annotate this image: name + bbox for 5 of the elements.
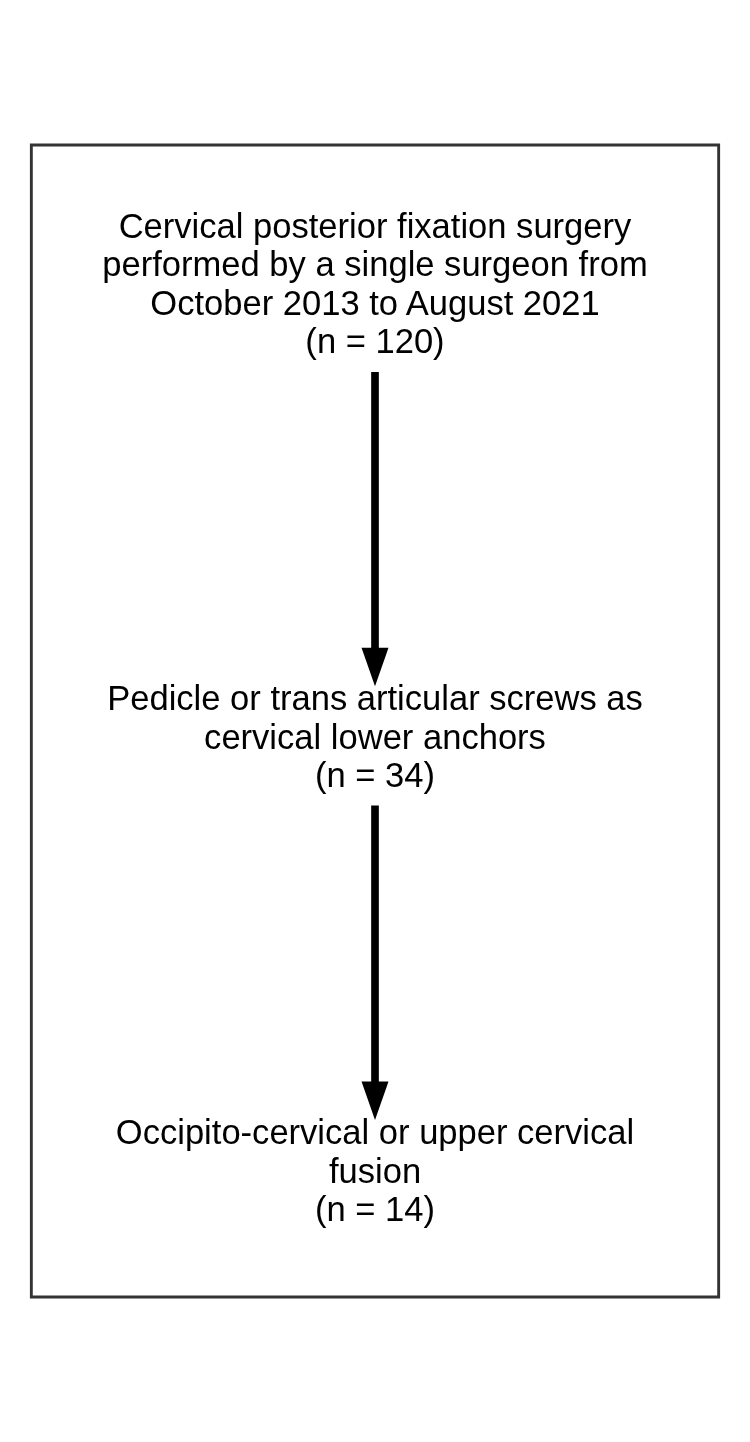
node-text: Cervical posterior fixation surgery performed by a single surgeon from October 2013 to August 2021 (n = 120) xyxy=(102,206,648,361)
arrow xyxy=(361,371,389,687)
node-text: Pedicle or trans articular screws as cervical lower anchors (n = 34) xyxy=(107,679,643,795)
cluster xyxy=(29,143,721,1299)
node-text: Occipito-cervical or upper cervical fusion (n = 14) xyxy=(115,1113,635,1228)
